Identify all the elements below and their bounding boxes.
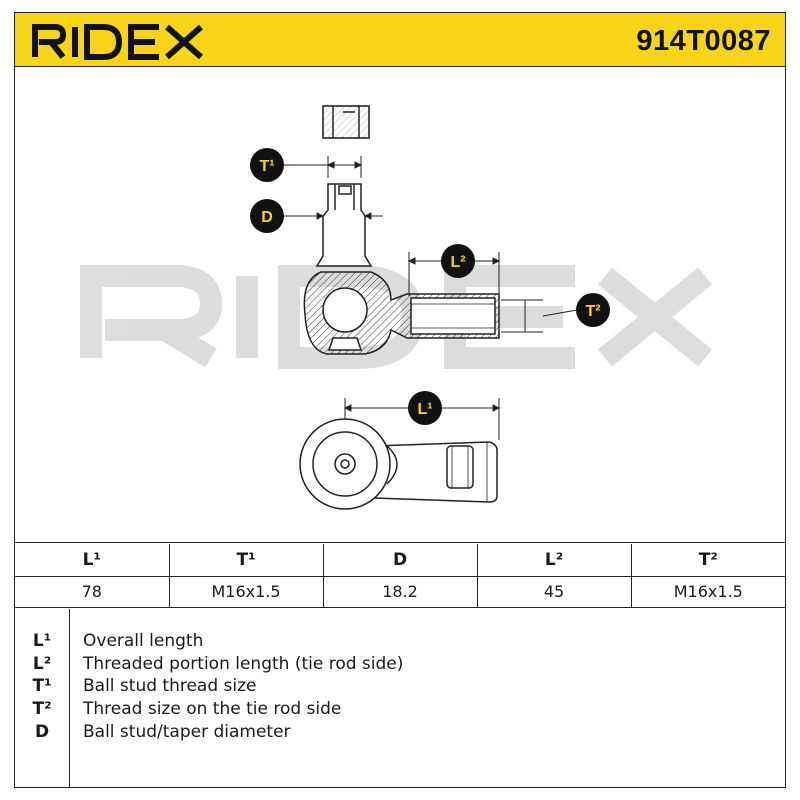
callout-t2: T² (576, 293, 610, 327)
callout-l1: L¹ (408, 391, 442, 425)
callout-l2-label: L² (450, 254, 465, 271)
specs-table: L¹ T¹ D L² T² 78 M16x1.5 18.2 45 M16x1.5 (15, 544, 785, 608)
value-t2: M16x1.5 (631, 576, 785, 608)
callout-d-label: D (261, 209, 273, 226)
part-number: 914T0087 (636, 25, 771, 57)
product-sheet: 914T0087 (14, 12, 786, 788)
header-t2: T² (631, 544, 785, 577)
value-l1: 78 (15, 576, 170, 608)
legend-item: T² Thread size on the tie rod side (15, 699, 785, 721)
legend-key: L² (32, 654, 52, 674)
legend-text: Thread size on the tie rod side (83, 699, 342, 719)
legend-item: L¹ Overall length (15, 631, 785, 653)
legend-key: T¹ (32, 676, 52, 696)
callout-l1-label: L¹ (417, 401, 432, 418)
header-l1: L¹ (15, 544, 170, 577)
ball-stud (315, 183, 373, 267)
legend-text: Overall length (83, 631, 204, 651)
specs-header-row: L¹ T¹ D L² T² (15, 544, 785, 577)
legend-key: L¹ (32, 631, 52, 651)
header-l2: L² (477, 544, 632, 577)
legend-divider (69, 609, 70, 787)
callout-d: D (250, 199, 284, 233)
legend-item: L² Threaded portion length (tie rod side… (15, 654, 785, 676)
value-t1: M16x1.5 (169, 576, 324, 608)
legend-key: T² (32, 699, 52, 719)
callout-t2-label: T² (585, 303, 600, 320)
header-bar: 914T0087 (15, 13, 785, 67)
housing-top-view (299, 418, 498, 510)
housing-side-view (303, 271, 500, 355)
header-d: D (323, 544, 478, 577)
callout-t1: T¹ (250, 148, 284, 182)
callout-l2: L² (441, 244, 475, 278)
legend: L¹ Overall length L² Threaded portion le… (15, 609, 785, 787)
castle-nut (322, 105, 370, 139)
callout-t1-label: T¹ (259, 158, 274, 175)
value-l2: 45 (477, 576, 632, 608)
tie-rod-end-drawing: T¹ D (80, 105, 712, 510)
specs-value-row: 78 M16x1.5 18.2 45 M16x1.5 (15, 576, 785, 608)
legend-item: D Ball stud/taper diameter (15, 722, 785, 744)
legend-key: D (34, 722, 50, 742)
technical-drawing: T¹ D (15, 68, 785, 543)
ridex-logo (32, 24, 203, 60)
legend-item: T¹ Ball stud thread size (15, 676, 785, 698)
header-t1: T¹ (169, 544, 324, 577)
legend-text: Ball stud thread size (83, 676, 257, 696)
legend-text: Ball stud/taper diameter (83, 722, 291, 742)
value-d: 18.2 (323, 576, 478, 608)
legend-text: Threaded portion length (tie rod side) (83, 654, 404, 674)
